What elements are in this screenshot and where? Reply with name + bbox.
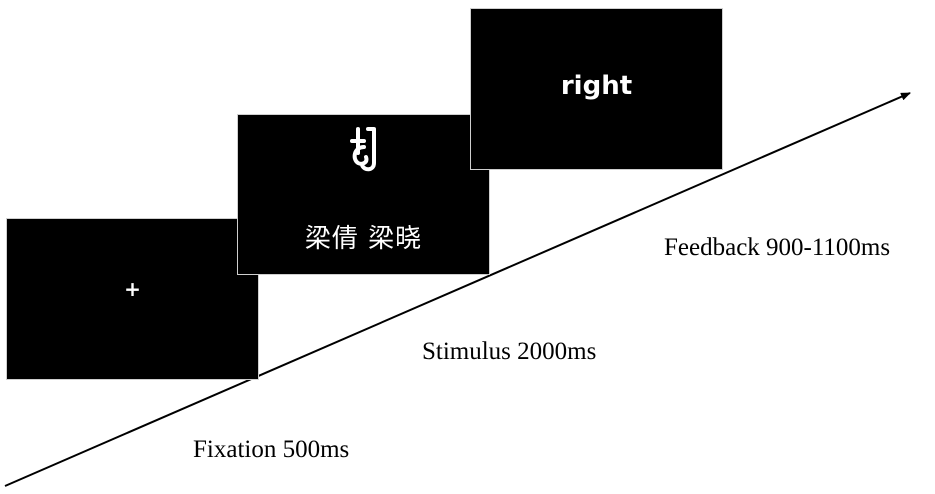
feedback-word: right — [560, 71, 633, 101]
feedback-screen: right — [470, 8, 723, 170]
ligature-symbol-icon — [238, 125, 489, 177]
stimulus-screen: 梁倩 梁晓 — [237, 114, 490, 275]
fixation-screen: + — [6, 218, 259, 380]
fixation-label: Fixation 500ms — [193, 436, 350, 463]
stimulus-names: 梁倩 梁晓 — [304, 224, 423, 254]
timeline-arrow-line — [4, 92, 911, 487]
feedback-label: Feedback 900-1100ms — [664, 234, 891, 261]
stimulus-label: Stimulus 2000ms — [422, 338, 597, 365]
fixation-cross: + — [124, 277, 141, 301]
